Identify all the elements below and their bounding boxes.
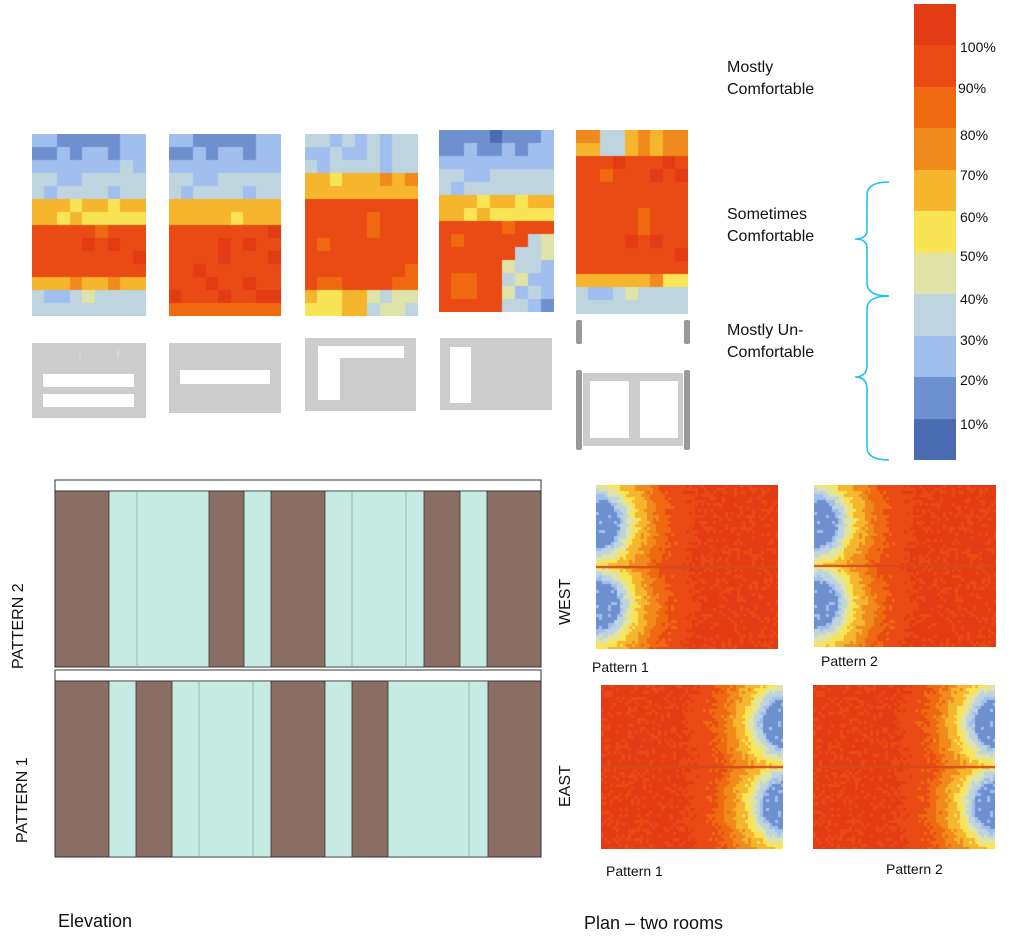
heatmap-study-1 (32, 134, 146, 316)
legend-swatch (914, 45, 956, 88)
plan-west-pattern-1 (596, 485, 778, 649)
elevation-diagram (54, 479, 542, 858)
label-mostly-comfortable: Mostly Comfortable (727, 59, 815, 98)
label-east-pattern-2: Pattern 2 (886, 861, 943, 877)
label-west-pattern-1: Pattern 1 (592, 659, 649, 675)
label-pattern-1: PATTERN 1 (14, 757, 31, 843)
legend-swatch (914, 377, 956, 420)
label-sometimes-comfortable: Sometimes Comfortable (727, 206, 815, 245)
heatmap-study-3 (305, 134, 418, 316)
legend-swatch (914, 418, 956, 461)
legend-swatch (914, 294, 956, 337)
caption-elevation: Elevation (58, 911, 133, 931)
legend-tick-10: 10% (960, 416, 989, 432)
config-5 (576, 320, 690, 450)
plan-east-pattern-1 (601, 685, 783, 849)
brace-mostly-un (854, 295, 890, 461)
plan-west-pattern-2 (814, 485, 996, 647)
config-1 (32, 343, 146, 418)
legend-swatch (914, 252, 956, 295)
config-2 (169, 343, 281, 413)
config-4 (440, 338, 552, 410)
elevation-pattern-2 (54, 479, 542, 668)
legend-tick-70: 70% (960, 167, 989, 183)
legend-tick-20: 20% (960, 372, 989, 388)
legend-tick-60: 60% (960, 209, 989, 225)
legend-tick-30: 30% (960, 332, 989, 348)
label-pattern-2: PATTERN 2 (10, 583, 27, 669)
legend-tick-40: 40% (960, 291, 989, 307)
legend-swatch (914, 86, 956, 129)
caption-plan: Plan – two rooms (584, 913, 724, 933)
window-configs (32, 320, 690, 450)
label-east-pattern-1: Pattern 1 (606, 863, 663, 879)
heatmap-study-5 (576, 130, 688, 314)
legend-color-bar (914, 4, 956, 461)
elevation-pattern-1 (54, 669, 542, 858)
label-west-pattern-2: Pattern 2 (821, 653, 878, 669)
brace-sometimes (854, 181, 890, 297)
heatmap-study-2 (169, 134, 281, 316)
legend-swatch (914, 128, 956, 171)
legend-tick-100: 100% (960, 39, 996, 55)
plan-east-pattern-2 (813, 685, 995, 849)
legend-tick-90: 90% (958, 80, 987, 96)
label-west: WEST (557, 578, 574, 625)
legend-swatch (914, 4, 956, 46)
label-mostly-uncomfortable: Mostly Un- Comfortable (727, 322, 815, 361)
legend-tick-80: 80% (960, 127, 989, 143)
legend-braces (854, 181, 890, 461)
config-3 (305, 338, 416, 411)
legend-tick-50: 50% (960, 248, 989, 264)
legend-swatch (914, 211, 956, 254)
label-east: EAST (557, 765, 574, 807)
heatmap-study-4 (439, 130, 554, 312)
legend-swatch (914, 335, 956, 378)
legend-swatch (914, 169, 956, 212)
